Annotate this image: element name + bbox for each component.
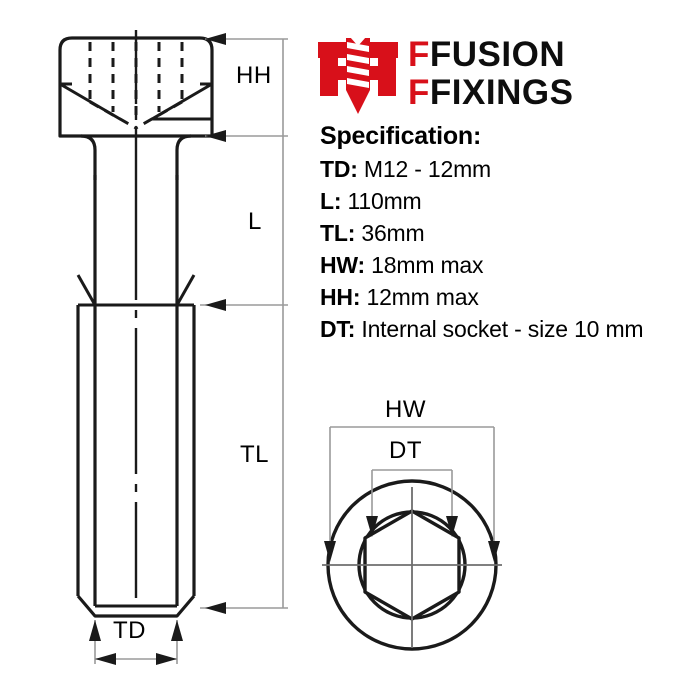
arrow-dt-left (366, 516, 378, 537)
dim-label-hh: HH (236, 62, 272, 89)
arrow-td-left (95, 653, 116, 665)
spec-row-hw: HW: 18mm max (320, 254, 700, 277)
side-view-dimension-arrows (205, 33, 226, 614)
screw-ff-monogram-icon (318, 37, 398, 114)
arrow-hh-top (205, 33, 226, 45)
thread-runout-left (76, 274, 97, 306)
hex-socket-bottom-hidden (89, 100, 183, 130)
spec-key-dt: DT: (320, 316, 356, 342)
brand-name-line2: FIXINGS (429, 73, 574, 112)
spec-value-l: 110mm (347, 188, 422, 214)
arrow-td-up-right (171, 620, 183, 641)
arrow-td-up-left (89, 620, 101, 641)
dim-label-tl: TL (240, 441, 270, 468)
arrow-tl-bottom (205, 602, 226, 614)
dim-label-hw: HW (385, 396, 426, 423)
arrow-hh-bottom (205, 130, 226, 142)
spec-row-td: TD: M12 - 12mm (320, 158, 700, 181)
spec-key-tl: TL: (320, 220, 356, 246)
brand-logo: FFUSION FFIXINGS (316, 34, 606, 119)
dim-label-l: L (248, 208, 262, 235)
brand-wordmark: FFUSION FFIXINGS (408, 36, 573, 112)
screw-side-view (58, 30, 214, 618)
spec-key-hh: HH: (320, 284, 361, 310)
td-dimension (89, 620, 183, 665)
spec-value-dt: Internal socket - size 10 mm (361, 316, 644, 342)
arrow-hw-left (324, 541, 336, 562)
screw-end-view (322, 479, 502, 651)
spec-row-dt: DT: Internal socket - size 10 mm (320, 318, 700, 341)
spec-value-hw: 18mm max (371, 252, 484, 278)
thread-runout-right (175, 274, 196, 306)
arrow-td-right (156, 653, 177, 665)
arrow-l-bottom (205, 299, 226, 311)
side-view-dimension-lines (200, 38, 288, 609)
spec-key-td: TD: (320, 156, 358, 182)
specification-heading: Specification: (320, 122, 482, 150)
spec-row-l: L: 110mm (320, 190, 700, 213)
shank-fillet-right (175, 134, 192, 180)
spec-key-hw: HW: (320, 252, 365, 278)
brand-f-initial-2: F (408, 73, 430, 112)
brand-name-line1: FUSION (429, 35, 566, 74)
dim-label-td: TD (113, 617, 146, 644)
arrow-hw-right (488, 541, 500, 562)
specification-panel: Specification: TD: M12 - 12mm L: 110mm T… (320, 124, 700, 350)
spec-row-tl: TL: 36mm (320, 222, 700, 245)
arrow-dt-right (446, 516, 458, 537)
dim-label-dt: DT (389, 437, 422, 464)
spec-value-hh: 12mm max (366, 284, 479, 310)
brand-f-initial-1: F (408, 35, 430, 74)
shank-fillet-left (80, 134, 97, 180)
spec-value-tl: 36mm (361, 220, 425, 246)
end-view-dimension-arrows (324, 516, 500, 562)
end-view-dimension-lines (329, 426, 495, 553)
spec-value-td: M12 - 12mm (363, 156, 492, 182)
spec-key-l: L: (320, 188, 342, 214)
spec-row-hh: HH: 12mm max (320, 286, 700, 309)
